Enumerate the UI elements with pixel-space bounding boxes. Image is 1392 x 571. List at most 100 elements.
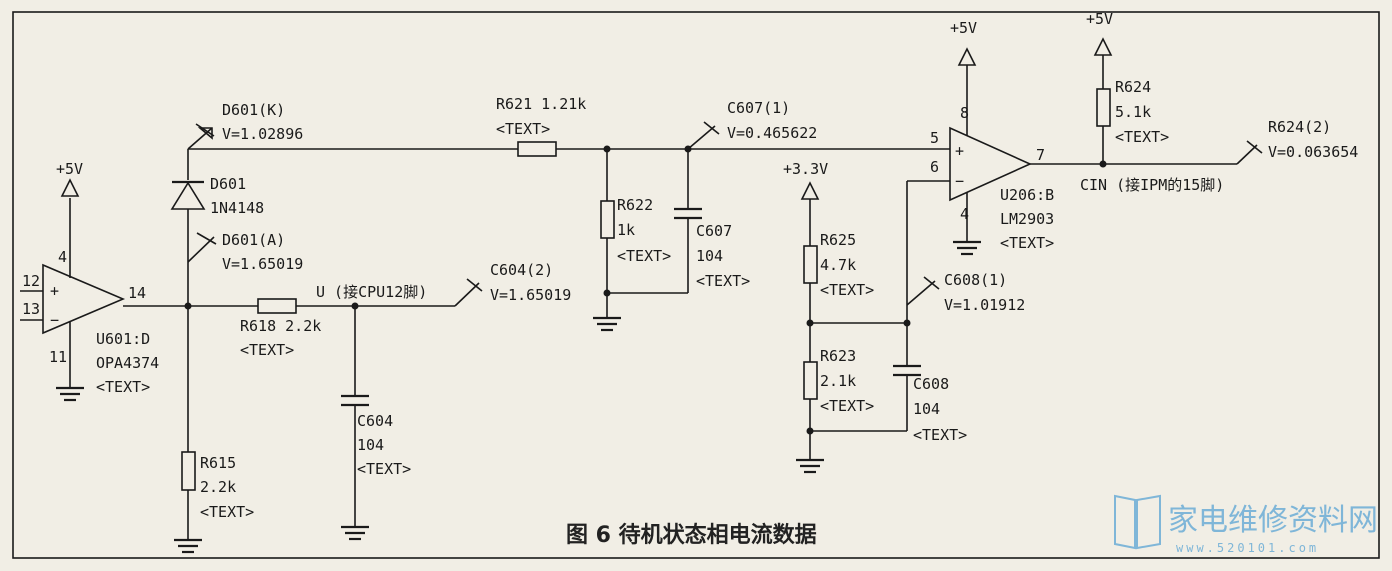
diode-d601	[170, 180, 206, 210]
probe-r624	[1236, 140, 1263, 165]
label-r623-value: 2.1k	[820, 372, 856, 390]
resistor-r615	[181, 451, 196, 491]
label-c604-voltage: V=1.65019	[490, 286, 571, 304]
vcc-arrow-u206	[957, 47, 977, 66]
capacitor-c608	[893, 364, 921, 377]
label-r618-text: <TEXT>	[240, 341, 294, 359]
label-c604-probe: C604(2)	[490, 261, 553, 279]
label-r623-text: <TEXT>	[820, 397, 874, 415]
resistor-r625	[803, 245, 818, 284]
figure-caption: 图 6 待机状态相电流数据	[566, 522, 817, 548]
label-c607-name: C607	[696, 222, 732, 240]
vcc-arrow-3v3	[800, 181, 820, 200]
resistor-r624	[1096, 88, 1111, 127]
label-vcc-3v3: +3.3V	[783, 160, 828, 178]
label-r624-name: R624	[1115, 78, 1151, 96]
label-r621-name: R621 1.21k	[496, 95, 586, 113]
label-u206-pin4: 4	[960, 205, 969, 223]
resistor-r622	[600, 200, 615, 239]
label-u206-text: <TEXT>	[1000, 234, 1054, 252]
capacitor-c604	[341, 394, 369, 407]
label-u206-pin7: 7	[1036, 146, 1045, 164]
label-c607-text: <TEXT>	[696, 272, 750, 290]
label-r624-value: 5.1k	[1115, 103, 1151, 121]
watermark-text: 家电维修资料网	[1168, 503, 1378, 538]
label-d601a-voltage: V=1.65019	[222, 255, 303, 273]
label-u206-name: U206:B	[1000, 186, 1054, 204]
label-c607-value: 104	[696, 247, 723, 265]
label-u601-pin13: 13	[22, 300, 40, 318]
label-u601-pin12: 12	[22, 272, 40, 290]
label-c604-value: 104	[357, 436, 384, 454]
label-r624-probe: R624(2)	[1268, 118, 1331, 136]
label-u601-plus: +	[50, 282, 59, 300]
ground-u601	[56, 386, 84, 402]
label-r615-text: <TEXT>	[200, 503, 254, 521]
label-d601-name: D601	[210, 175, 246, 193]
label-u601-pin14: 14	[128, 284, 146, 302]
label-u601-pin11: 11	[49, 348, 67, 366]
label-cin: CIN (接IPM的15脚)	[1080, 176, 1224, 194]
label-c607-voltage: V=0.465622	[727, 124, 817, 142]
label-r625-value: 4.7k	[820, 256, 856, 274]
label-u601-minus: −	[50, 311, 59, 329]
label-r625-name: R625	[820, 231, 856, 249]
resistor-r621	[517, 141, 557, 157]
label-vcc-r624: +5V	[1086, 10, 1113, 28]
label-d601a-probe: D601(A)	[222, 231, 285, 249]
probe-c604	[454, 278, 483, 307]
label-c608-probe: C608(1)	[944, 271, 1007, 289]
watermark-url: www.520101.com	[1176, 541, 1319, 555]
watermark-logo	[1114, 494, 1161, 550]
label-c604-name: C604	[357, 412, 393, 430]
label-u206-pin6: 6	[930, 158, 939, 176]
label-r615-value: 2.2k	[200, 478, 236, 496]
label-c607-probe: C607(1)	[727, 99, 790, 117]
label-r625-text: <TEXT>	[820, 281, 874, 299]
label-u206-plus: +	[955, 142, 964, 160]
label-vcc-u206: +5V	[950, 19, 977, 37]
label-r624-text: <TEXT>	[1115, 128, 1169, 146]
label-r622-text: <TEXT>	[617, 247, 671, 265]
label-c608-name: C608	[913, 375, 949, 393]
vcc-arrow-r624	[1093, 37, 1113, 56]
label-u206-part: LM2903	[1000, 210, 1054, 228]
opamp-u601	[20, 198, 126, 388]
ground-r615	[174, 538, 202, 554]
label-d601k-voltage: V=1.02896	[222, 125, 303, 143]
label-u-node: U (接CPU12脚)	[316, 283, 427, 301]
vcc-arrow-u601	[60, 178, 80, 197]
probe-d601a	[187, 232, 217, 263]
ground-u206	[953, 240, 981, 256]
label-c608-text: <TEXT>	[913, 426, 967, 444]
label-r621-text: <TEXT>	[496, 120, 550, 138]
label-u601-pin4: 4	[58, 248, 67, 266]
label-r623-name: R623	[820, 347, 856, 365]
label-r615-name: R615	[200, 454, 236, 472]
label-d601k-probe: D601(K)	[222, 101, 285, 119]
probe-c608	[906, 276, 940, 306]
label-u601-part: OPA4374	[96, 354, 159, 372]
resistor-r618	[257, 298, 297, 314]
label-c608-value: 104	[913, 400, 940, 418]
label-u601-name: U601:D	[96, 330, 150, 348]
label-r622-value: 1k	[617, 221, 635, 239]
label-u601-text: <TEXT>	[96, 378, 150, 396]
ground-r622	[593, 316, 621, 332]
label-vcc-u601: +5V	[56, 160, 83, 178]
label-r618-name: R618 2.2k	[240, 317, 321, 335]
label-c608-voltage: V=1.01912	[944, 296, 1025, 314]
ground-divider	[796, 458, 824, 474]
label-c604-text: <TEXT>	[357, 460, 411, 478]
label-d601-part: 1N4148	[210, 199, 264, 217]
label-u206-pin5: 5	[930, 129, 939, 147]
label-r622-name: R622	[617, 196, 653, 214]
label-r624-voltage: V=0.063654	[1268, 143, 1358, 161]
figure-border	[12, 11, 1380, 559]
probe-d601k	[187, 123, 215, 150]
comparator-u206	[949, 65, 1032, 242]
label-u206-minus: −	[955, 172, 964, 190]
label-u206-pin8: 8	[960, 104, 969, 122]
